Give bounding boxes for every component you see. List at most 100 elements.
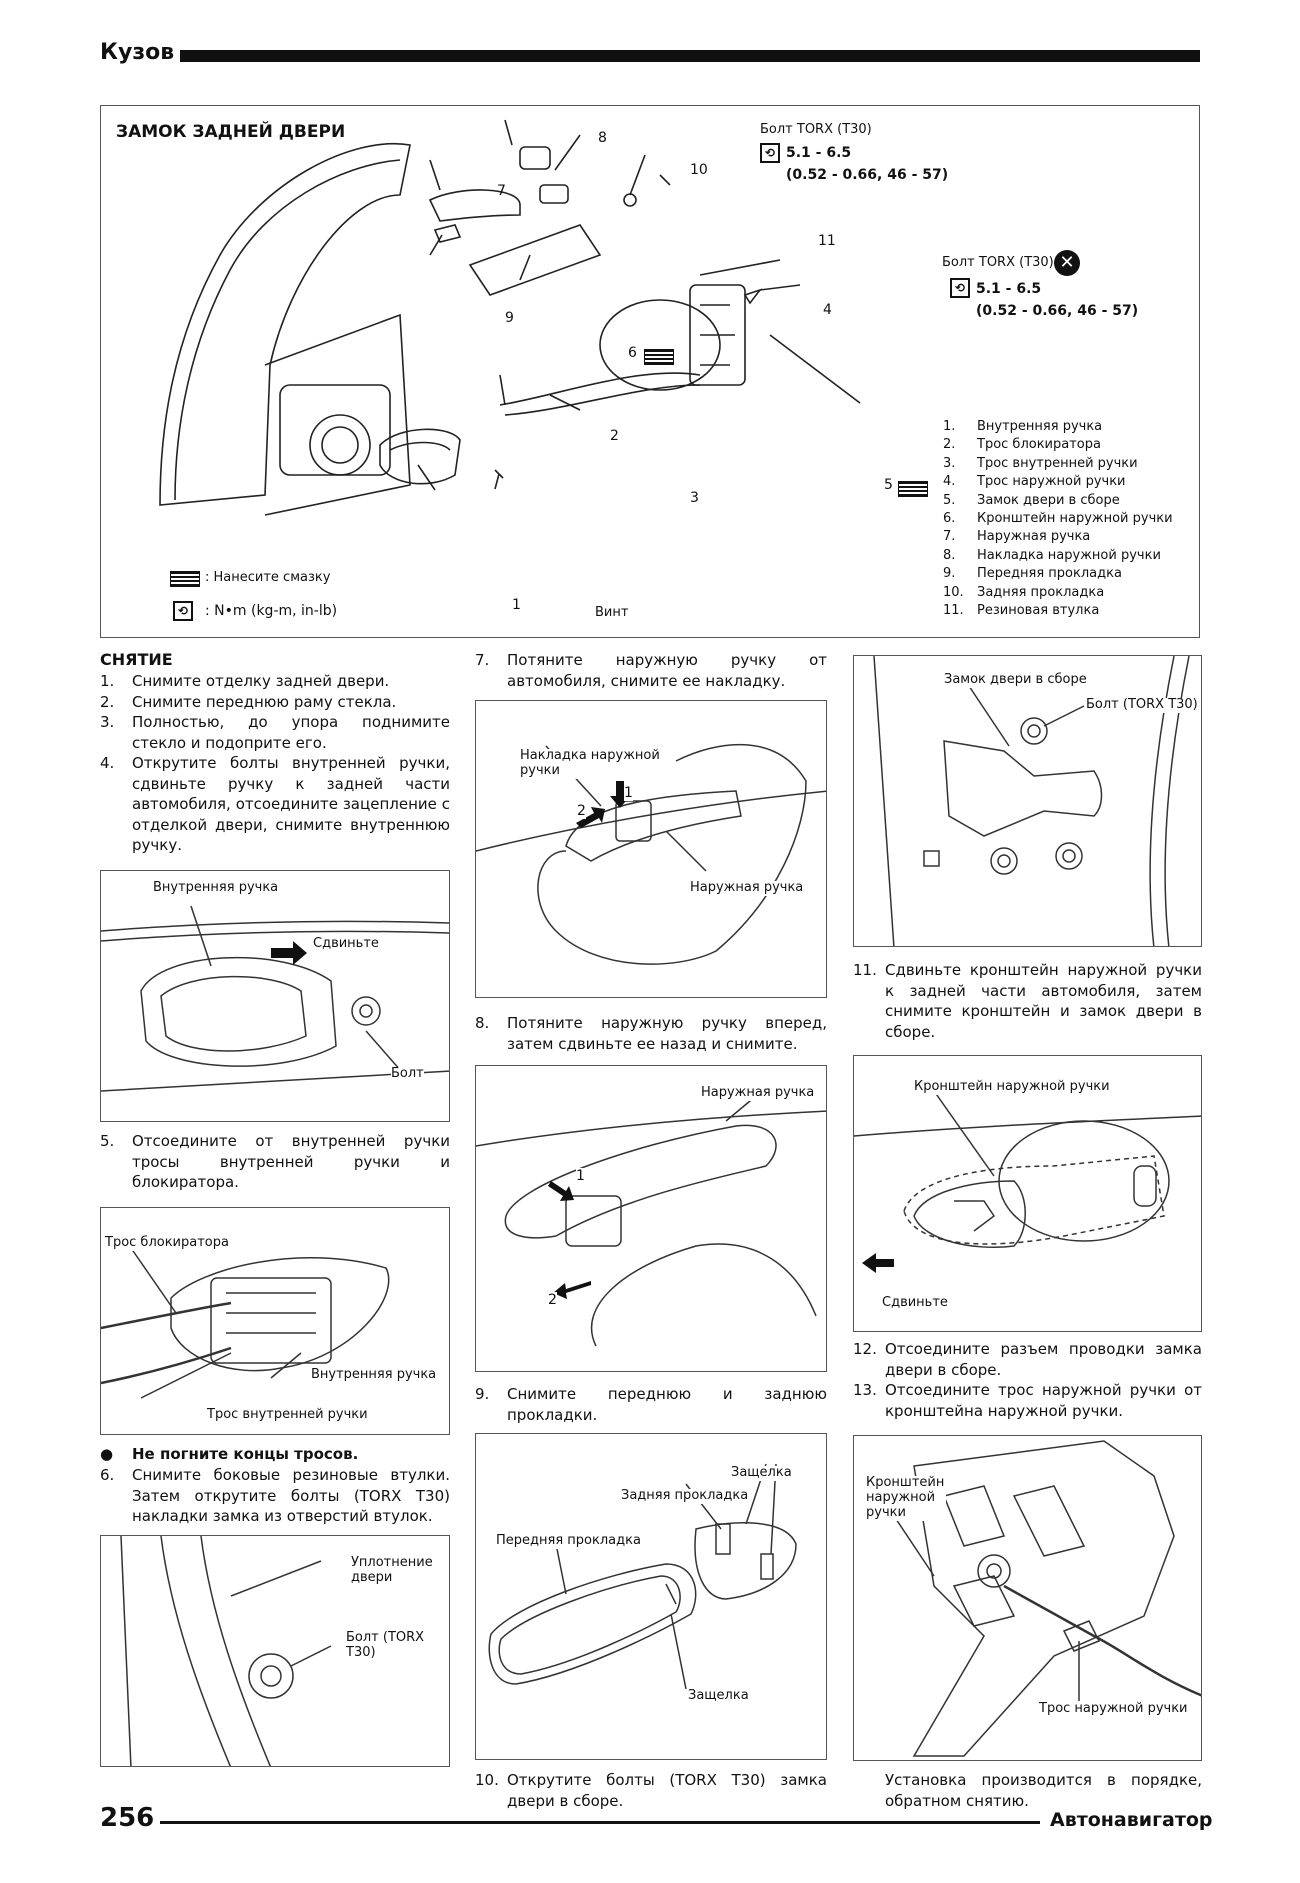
label-outer-cable: Трос наружной ручки — [1039, 1701, 1188, 1717]
callout: 4 — [823, 302, 832, 318]
steps-list: 11.Сдвиньте кронштейн наружной ручки к з… — [853, 960, 1202, 1042]
step-item: 2.Снимите переднюю раму стекла. — [100, 692, 397, 711]
label-bracket: Кронштейн наружной ручки — [866, 1475, 946, 1521]
seal-drawing — [120, 1536, 332, 1766]
callout: 7 — [497, 183, 506, 199]
legend-item: 8.Накладка наружной ручки — [943, 547, 1161, 563]
legend-item: 10.Задняя прокладка — [943, 584, 1105, 600]
callout: 3 — [690, 490, 699, 506]
callout: 10 — [690, 162, 708, 178]
torque-icon: ⟲ — [173, 600, 193, 621]
label-bracket: Кронштейн наружной ручки — [914, 1079, 1110, 1095]
callout: 1 — [624, 785, 633, 802]
step-item: 3.Полностью, до упора поднимите стекло и… — [100, 713, 450, 752]
steps-list: 7.Потяните наружную ручку от автомобиля,… — [475, 650, 827, 691]
figure-gaskets: Защелка Задняя прокладка Передняя прокла… — [475, 1433, 827, 1760]
callout: 2 — [610, 428, 619, 444]
install-note: Установка производится в порядке, обратн… — [885, 1771, 1202, 1810]
figure-cover: Накладка наружной ручки Наружная ручка 2… — [475, 700, 827, 998]
label-front-gasket: Передняя прокладка — [496, 1533, 641, 1549]
legend-item: 11.Резиновая втулка — [943, 603, 1100, 619]
legend-item: 6.Кронштейн наружной ручки — [943, 511, 1173, 527]
parts-legend: 1.Внутренняя ручка 2.Трос блокиратора 3.… — [943, 418, 1173, 620]
figure-pull: Наружная ручка 1 2 — [475, 1065, 827, 1372]
bullet-icon: ● — [100, 1445, 114, 1463]
step-item: 8.Потяните наружную ручку вперед, затем … — [475, 1014, 827, 1053]
callout: 8 — [598, 130, 607, 146]
label-rear-gasket: Задняя прокладка — [621, 1488, 749, 1504]
callout: 2 — [548, 1292, 557, 1309]
steps-list: 12.Отсоедините разъем проводки замка две… — [853, 1339, 1202, 1421]
figure-title: ЗАМОК ЗАДНЕЙ ДВЕРИ — [116, 122, 346, 142]
footer-rule — [160, 1821, 1040, 1824]
label-cover: Накладка наружной ручки — [520, 748, 670, 779]
steps-list: 9.Снимите переднюю и заднюю прокладки. — [475, 1384, 827, 1425]
label-inner-handle: Внутренняя ручка — [153, 880, 279, 896]
bolt-label: Болт TORX (T30) — [760, 122, 872, 137]
callout: 1 — [576, 1168, 585, 1185]
section-title: Кузов — [100, 40, 175, 65]
step-item: 10.Открутите болты (TORX T30) замка двер… — [475, 1771, 827, 1810]
step-item: 5.Отсоедините от внутренней ручки тросы … — [100, 1132, 450, 1191]
steps-list: 6.Снимите боковые резиновые втулки. Зате… — [100, 1465, 450, 1527]
step-item: 6.Снимите боковые резиновые втулки. Зате… — [100, 1466, 450, 1525]
legend-item: 4.Трос наружной ручки — [943, 474, 1126, 490]
legend-item: 5.Замок двери в сборе — [943, 492, 1120, 508]
figure-lock: Замок двери в сборе Болт (TORX T30) — [853, 655, 1202, 947]
torque-value-alt: (0.52 - 0.66, 46 - 57) — [786, 167, 949, 183]
label-seal: Уплотнение двери — [351, 1555, 441, 1586]
label-bolt: Болт (TORX T30) — [346, 1630, 436, 1661]
label-bolt: Болт — [391, 1066, 424, 1082]
legend-item: 3.Трос внутренней ручки — [943, 455, 1138, 471]
step-item: 13.Отсоедините трос наружной ручки от кр… — [853, 1381, 1202, 1420]
figure-inner-handle: Внутренняя ручка Сдвиньте Болт — [100, 870, 450, 1122]
torque-icon: ⟲ — [950, 277, 970, 298]
torque-icon: ⟲ — [760, 142, 780, 163]
label-slide: Сдвиньте — [313, 936, 379, 952]
legend-item: 1.Внутренняя ручка — [943, 419, 1103, 434]
label-bolt: Болт (TORX T30) — [1086, 697, 1198, 713]
steps-list: 10.Открутите болты (TORX T30) замка двер… — [475, 1770, 827, 1811]
outer-cable-drawing — [893, 1440, 1201, 1757]
step-item: 1.Снимите отделку задней двери. — [100, 672, 390, 690]
cover-drawing — [476, 743, 826, 965]
figure-bracket: Кронштейн наружной ручки Сдвиньте — [853, 1055, 1202, 1332]
cables-drawing — [101, 1247, 390, 1399]
header-rule — [180, 50, 1200, 62]
step-item: 4.Открутите болты внутренней ручки, сдви… — [100, 754, 450, 854]
step-item: 9.Снимите переднюю и заднюю прокладки. — [475, 1385, 827, 1424]
callout: 11 — [818, 233, 836, 249]
figure-seal: Уплотнение двери Болт (TORX T30) — [100, 1535, 450, 1767]
figure-cables: Трос блокиратора Внутренняя ручка Трос в… — [100, 1207, 450, 1435]
gaskets-drawing — [488, 1463, 797, 1690]
callout: 1 — [512, 597, 521, 613]
bolt-label: Болт TORX (T30) — [942, 255, 1054, 270]
callout: 5 — [884, 477, 893, 493]
callout: 2 — [577, 803, 586, 820]
warning: ● Не погните концы тросов. — [100, 1445, 359, 1463]
pull-drawing — [476, 1095, 826, 1347]
grease-icon — [170, 568, 200, 587]
lock-drawing — [873, 656, 1190, 946]
callout: 6 — [628, 345, 637, 361]
exploded-view-figure — [100, 105, 1200, 638]
steps-list: 1.Снимите отделку задней двери. 2.Снимит… — [100, 671, 450, 856]
screw-label: Винт — [595, 605, 629, 620]
steps-list: 5.Отсоедините от внутренней ручки тросы … — [100, 1131, 450, 1193]
label-door-lock: Замок двери в сборе — [944, 672, 1087, 688]
step-item: 12.Отсоедините разъем проводки замка две… — [853, 1340, 1202, 1379]
page-number: 256 — [100, 1803, 155, 1833]
x-circle-icon: ✕ — [1054, 250, 1080, 276]
key-torque: : N•m (kg-m, in-lb) — [205, 603, 338, 619]
step-item: 7.Потяните наружную ручку от автомобиля,… — [475, 651, 827, 690]
torque-value: 5.1 - 6.5 — [786, 145, 852, 161]
key-grease: : Нанесите смазку — [205, 570, 331, 585]
label-lock-cable: Трос блокиратора — [105, 1235, 229, 1251]
legend-item: 2.Трос блокиратора — [943, 437, 1101, 453]
label-outer-handle: Наружная ручка — [701, 1085, 815, 1101]
callout: 9 — [505, 310, 514, 326]
publisher-brand: Автонавигатор — [1050, 1809, 1213, 1831]
legend-item: 9.Передняя прокладка — [943, 566, 1122, 582]
label-inner-handle: Внутренняя ручка — [311, 1367, 437, 1383]
label-latch: Защелка — [688, 1688, 749, 1704]
